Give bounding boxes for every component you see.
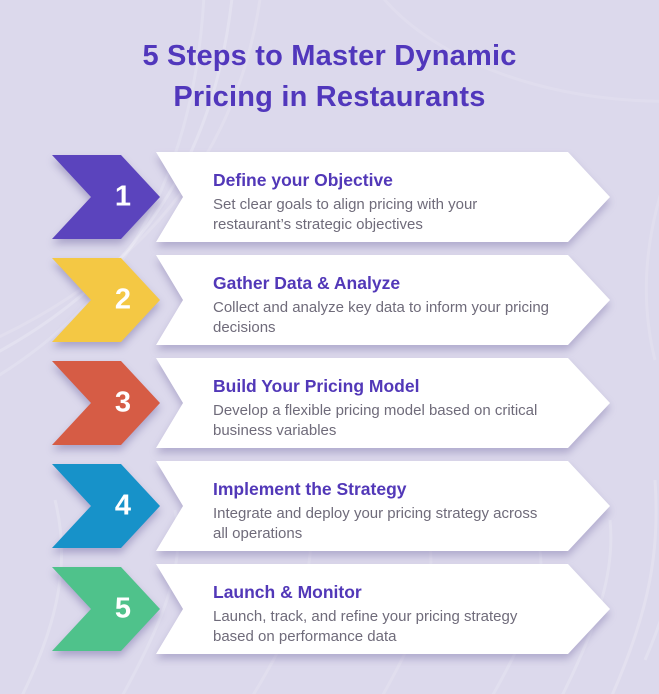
step-row-4: Implement the Strategy Integrate and dep… [0,461,659,551]
step-row-5: Launch & Monitor Launch, track, and refi… [0,564,659,654]
step-arrow: 4 [52,464,160,548]
step-heading: Implement the Strategy [213,479,407,499]
step-description: Set clear goals to align pricing with yo… [213,196,478,233]
step-arrow: 1 [52,155,160,239]
step-row-1: Define your Objective Set clear goals to… [0,152,659,242]
step-description: Develop a flexible pricing model based o… [213,402,538,439]
step-heading: Define your Objective [213,170,393,190]
page-title: 5 Steps to Master Dynamic Pricing in Res… [142,40,517,113]
step-number: 5 [114,592,132,625]
step-number: 2 [114,283,132,316]
step-banner: Define your Objective Set clear goals to… [156,152,610,242]
step-heading: Launch & Monitor [213,582,362,602]
step-heading: Build Your Pricing Model [213,376,420,396]
step-description: Collect and analyze key data to inform y… [213,299,550,336]
step-arrow: 2 [52,258,160,342]
step-description: Launch, track, and refine your pricing s… [213,608,518,645]
step-banner: Launch & Monitor Launch, track, and refi… [156,564,610,654]
step-number: 4 [114,489,132,522]
step-number: 3 [114,386,132,419]
step-number: 1 [114,180,132,213]
step-banner: Build Your Pricing Model Develop a flexi… [156,358,610,448]
step-heading: Gather Data & Analyze [213,273,401,293]
step-arrow: 5 [52,567,160,651]
step-arrow: 3 [52,361,160,445]
step-row-3: Build Your Pricing Model Develop a flexi… [0,358,659,448]
step-description: Integrate and deploy your pricing strate… [213,505,538,542]
step-banner: Implement the Strategy Integrate and dep… [156,461,610,551]
step-row-2: Gather Data & Analyze Collect and analyz… [0,255,659,345]
step-banner: Gather Data & Analyze Collect and analyz… [156,255,610,345]
